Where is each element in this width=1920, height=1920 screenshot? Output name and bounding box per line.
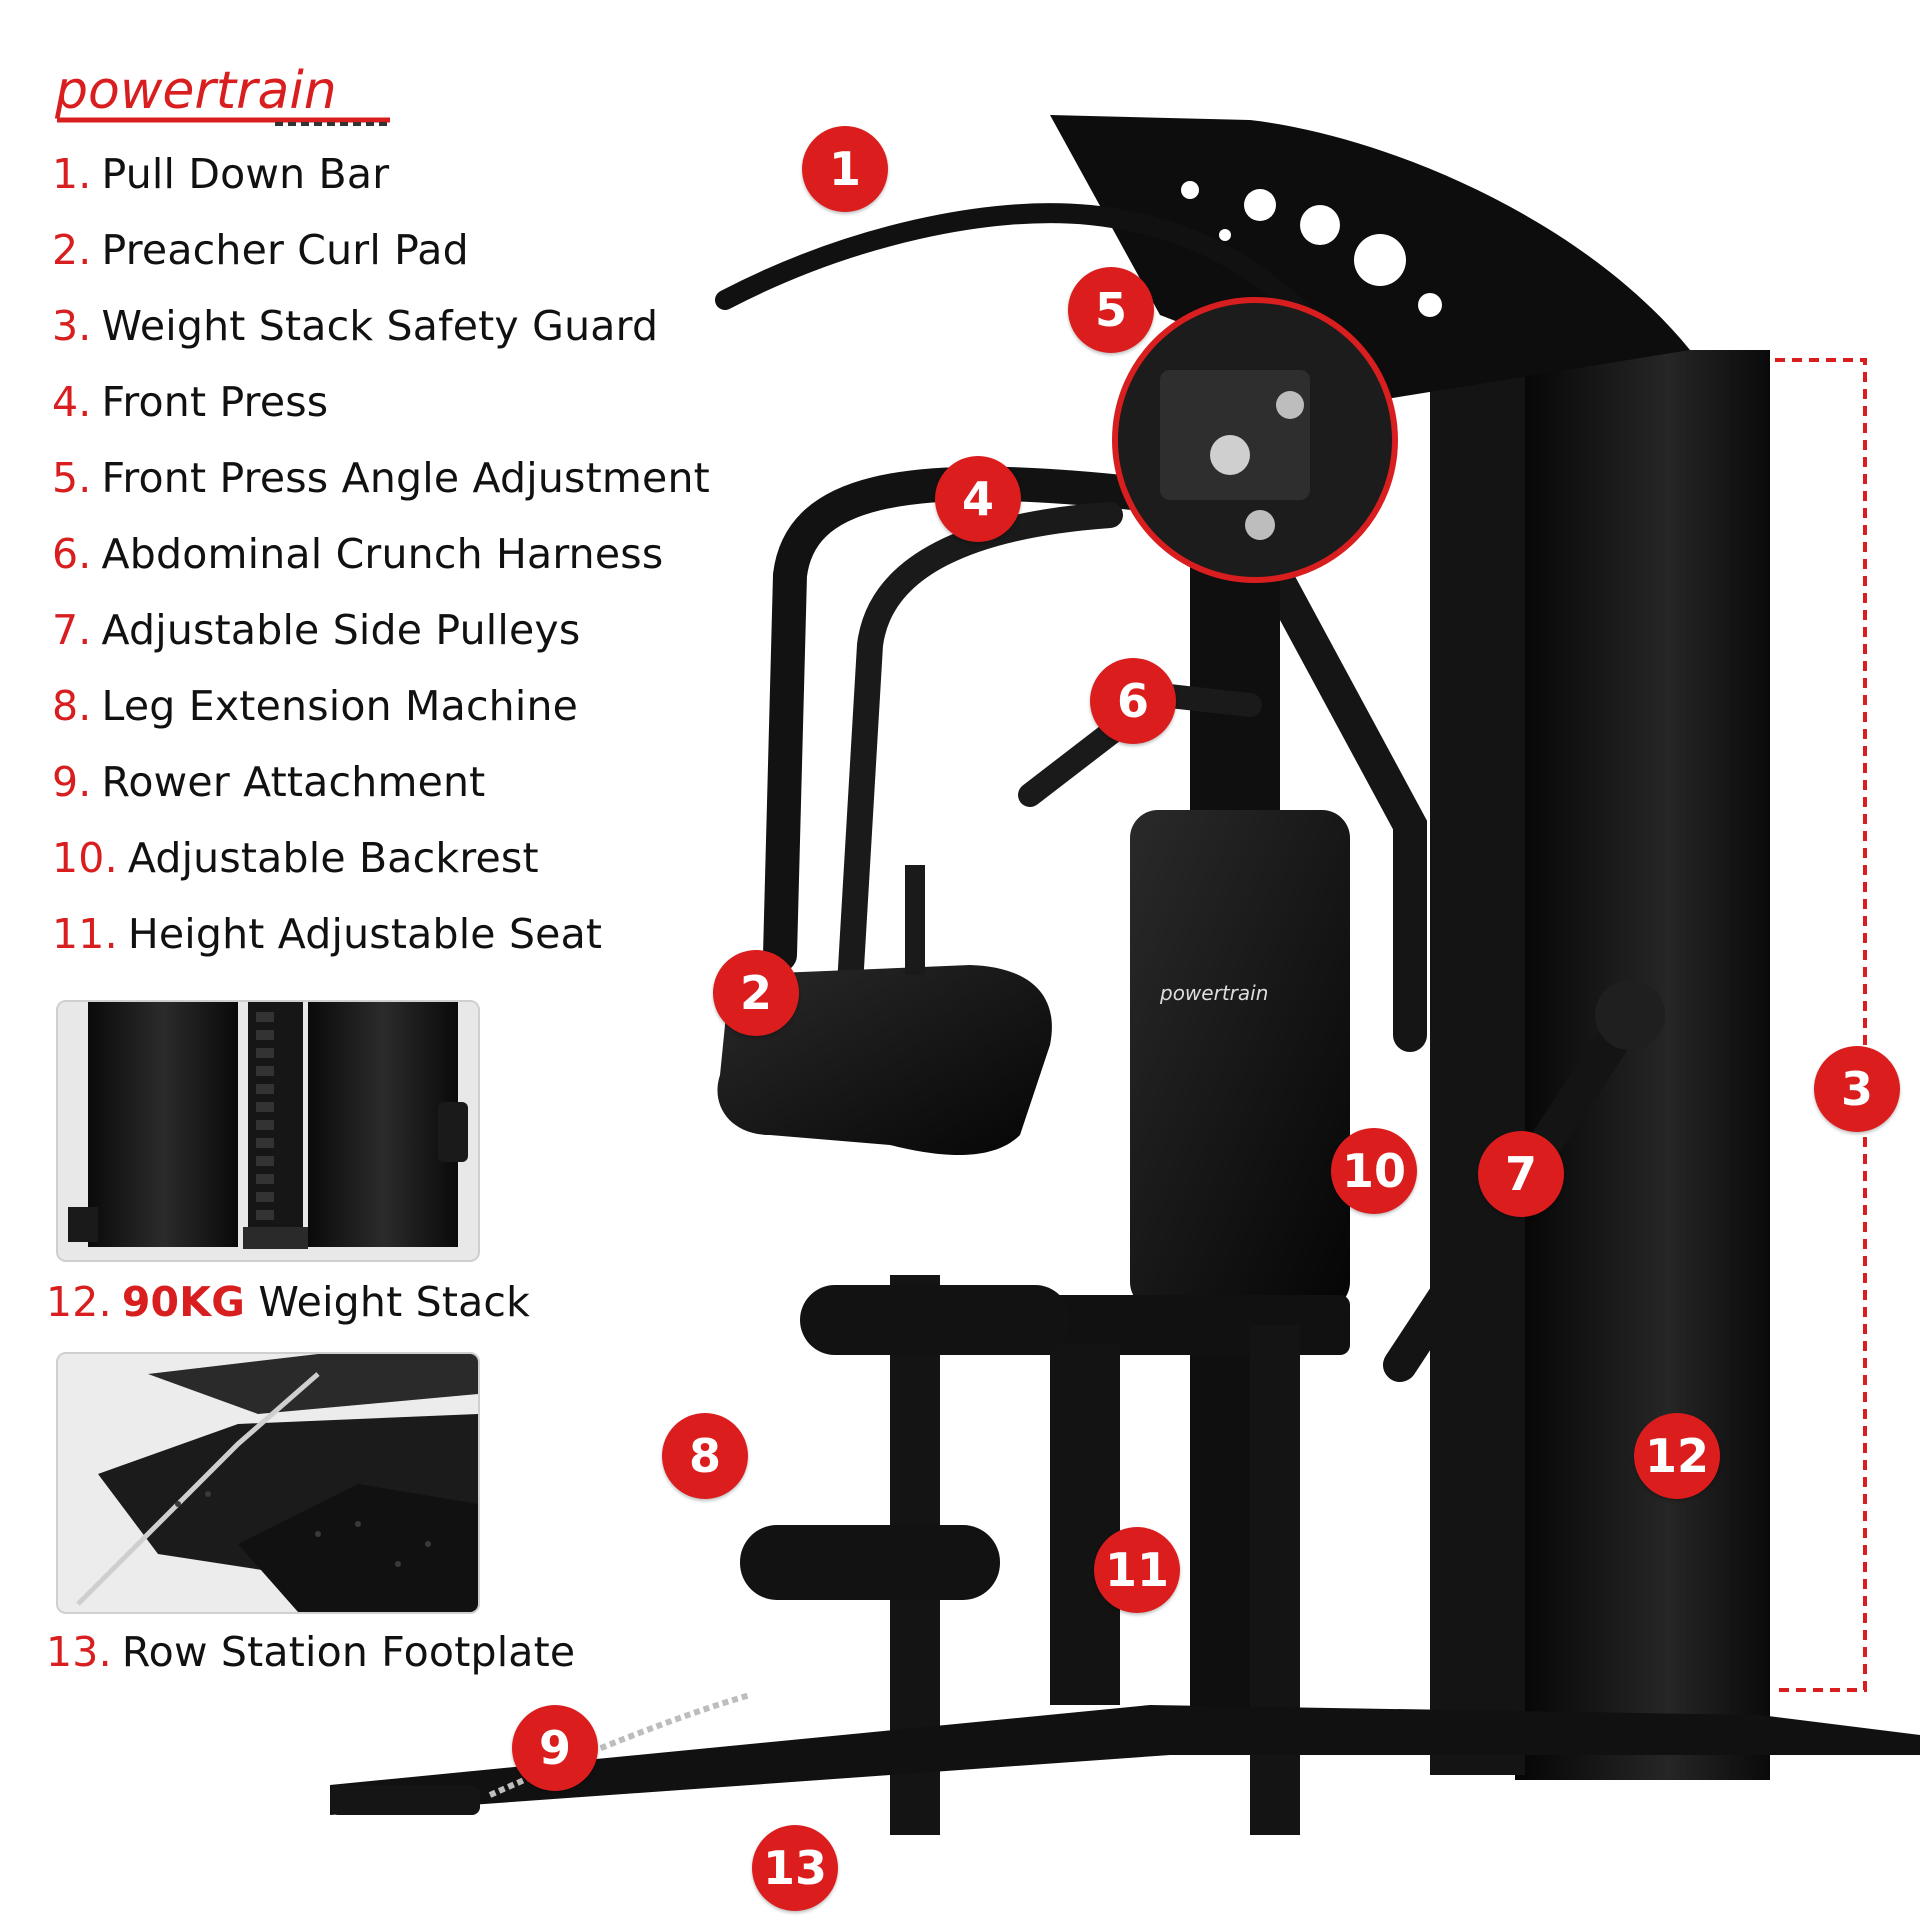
marker-13: 13: [752, 1825, 838, 1911]
marker-7: 7: [1478, 1131, 1564, 1217]
marker-3: 3: [1814, 1046, 1900, 1132]
weight-stack-inset: [56, 1000, 480, 1262]
marker-10: 10: [1331, 1128, 1417, 1214]
footplate-image: [58, 1354, 478, 1612]
marker-6: 6: [1090, 658, 1176, 744]
feature-item: 8.Leg Extension Machine: [52, 682, 579, 730]
marker-12: 12: [1634, 1413, 1720, 1499]
powertrain-logo: powertrain: [55, 62, 390, 126]
footplate-caption: 13.Row Station Footplate: [46, 1628, 576, 1676]
home-gym-machine-image: powertrain: [330, 115, 1920, 1835]
feature-item: 10.Adjustable Backrest: [52, 834, 539, 882]
weight-stack-caption: 12.90KG Weight Stack: [46, 1278, 531, 1326]
feature-item: 6.Abdominal Crunch Harness: [52, 530, 664, 578]
marker-9: 9: [512, 1705, 598, 1791]
feature-item: 3.Weight Stack Safety Guard: [52, 302, 659, 350]
feature-item: 2.Preacher Curl Pad: [52, 226, 469, 274]
marker-1: 1: [802, 126, 888, 212]
feature-item: 7.Adjustable Side Pulleys: [52, 606, 581, 654]
marker-11: 11: [1094, 1527, 1180, 1613]
marker-2: 2: [713, 950, 799, 1036]
marker-8: 8: [662, 1413, 748, 1499]
footplate-inset: [56, 1352, 480, 1614]
feature-item: 5.Front Press Angle Adjustment: [52, 454, 710, 502]
marker-4: 4: [935, 456, 1021, 542]
seat-logo: powertrain: [1159, 981, 1268, 1005]
feature-item: 9.Rower Attachment: [52, 758, 486, 806]
feature-item: 1.Pull Down Bar: [52, 150, 390, 198]
logo-text: powertrain: [55, 62, 337, 121]
feature-item: 4.Front Press: [52, 378, 329, 426]
weight-stack-image: [58, 1002, 478, 1260]
marker-5: 5: [1068, 267, 1154, 353]
feature-item: 11.Height Adjustable Seat: [52, 910, 603, 958]
